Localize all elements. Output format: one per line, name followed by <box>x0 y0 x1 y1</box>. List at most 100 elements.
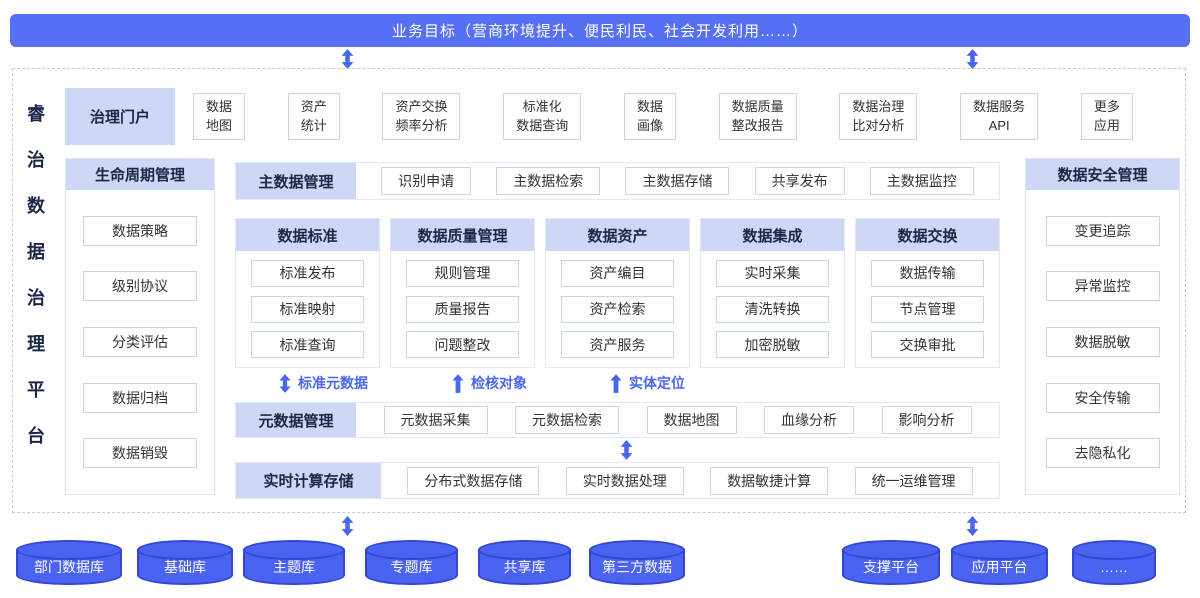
security-item: 安全传输 <box>1045 382 1160 413</box>
platform-label: 应用平台 <box>971 559 1028 575</box>
metadata-row: 元数据管理 元数据采集 元数据检索 数据地图 血缘分析 影响分析 <box>235 402 1000 438</box>
realtime-items: 分布式数据存储 实时数据处理 数据敏捷计算 统一运维管理 <box>381 463 999 498</box>
database-cylinder: 部门数据库 <box>16 540 122 585</box>
column-header: 数据资产 <box>546 219 689 251</box>
governance-portal-row: 治理门户 数据 地图 资产 统计 资产交换 频率分析 标准化 数据查询 数据 画… <box>65 88 1137 145</box>
metadata-item: 元数据采集 <box>383 406 488 434</box>
business-goal-text: 业务目标（营商环境提升、便民利民、社会开发利用……） <box>391 23 808 40</box>
security-panel: 数据安全管理 变更追踪 异常监控 数据脱敏 安全传输 去隐私化 <box>1025 158 1180 495</box>
platform-cylinder: 应用平台 <box>951 540 1048 585</box>
security-item: 数据脱敏 <box>1045 326 1160 357</box>
flow-standard-metadata: 标准元数据 <box>279 373 368 393</box>
metadata-item: 元数据检索 <box>515 406 619 434</box>
column-item: 节点管理 <box>871 295 984 323</box>
portal-item: 数据 画像 <box>623 92 676 141</box>
column-header: 数据标准 <box>236 219 379 251</box>
database-cylinder: 第三方数据 <box>589 540 685 585</box>
platform-cylinder: 支撑平台 <box>842 540 940 585</box>
realtime-label: 实时计算存储 <box>236 463 381 498</box>
double-arrow-icon <box>341 49 354 69</box>
security-items: 变更追踪 异常监控 数据脱敏 安全传输 去隐私化 <box>1026 190 1179 494</box>
portal-item: 数据 地图 <box>193 92 246 141</box>
database-label: 专题库 <box>390 559 433 575</box>
column-item: 资产编目 <box>561 259 674 287</box>
database-label: 第三方数据 <box>602 559 672 575</box>
column-item: 交换审批 <box>871 331 984 359</box>
portal-item: 数据质量 整改报告 <box>718 92 797 141</box>
metadata-item: 影响分析 <box>881 406 972 434</box>
up-arrow-icon <box>452 373 464 393</box>
column-item: 标准映射 <box>251 295 364 323</box>
column-item: 资产检索 <box>561 295 674 323</box>
column-data-integration: 数据集成 实时采集 清洗转换 加密脱敏 <box>700 218 845 368</box>
portal-item: 资产交换 频率分析 <box>382 92 461 141</box>
column-header: 数据质量管理 <box>391 219 534 251</box>
metadata-items: 元数据采集 元数据检索 数据地图 血缘分析 影响分析 <box>356 403 999 437</box>
column-item: 问题整改 <box>406 331 519 359</box>
column-data-asset: 数据资产 资产编目 资产检索 资产服务 <box>545 218 690 368</box>
portal-item: 数据服务 API <box>960 92 1039 141</box>
metadata-item: 血缘分析 <box>764 406 854 434</box>
portal-item: 数据治理 比对分析 <box>839 92 918 141</box>
realtime-row: 实时计算存储 分布式数据存储 实时数据处理 数据敏捷计算 统一运维管理 <box>235 462 1000 499</box>
platform-label: 支撑平台 <box>863 559 919 575</box>
master-data-item: 识别申请 <box>381 167 472 195</box>
lifecycle-item: 数据归档 <box>83 382 197 413</box>
column-header: 数据集成 <box>701 219 844 251</box>
column-item: 质量报告 <box>406 295 519 323</box>
master-data-label: 主数据管理 <box>236 163 356 199</box>
lifecycle-item: 数据销毁 <box>83 438 197 469</box>
double-arrow-icon <box>966 49 979 69</box>
database-cylinder: 主题库 <box>243 540 345 585</box>
column-item: 资产服务 <box>561 331 674 359</box>
platform-cylinder: …… <box>1072 540 1156 585</box>
portal-item: 标准化 数据查询 <box>503 92 582 141</box>
database-label: 部门数据库 <box>34 559 104 575</box>
database-label: 基础库 <box>164 559 206 575</box>
flow-label: 检核对象 <box>471 375 527 391</box>
master-data-items: 识别申请 主数据检索 主数据存储 共享发布 主数据监控 <box>356 163 999 199</box>
master-data-row: 主数据管理 识别申请 主数据检索 主数据存储 共享发布 主数据监控 <box>235 162 1000 200</box>
double-arrow-icon <box>279 373 291 393</box>
database-label: 主题库 <box>273 559 315 575</box>
lifecycle-item: 分类评估 <box>83 326 197 357</box>
database-cylinder: 基础库 <box>137 540 233 585</box>
column-data-exchange: 数据交换 数据传输 节点管理 交换审批 <box>855 218 1000 368</box>
master-data-item: 主数据检索 <box>496 167 601 195</box>
security-item: 变更追踪 <box>1045 215 1160 246</box>
double-arrow-icon <box>341 516 354 536</box>
column-header: 数据交换 <box>856 219 999 251</box>
column-item: 数据传输 <box>871 259 984 287</box>
lifecycle-panel: 生命周期管理 数据策略 级别协议 分类评估 数据归档 数据销毁 <box>65 158 215 495</box>
lifecycle-item: 数据策略 <box>83 215 197 246</box>
realtime-item: 分布式数据存储 <box>407 466 540 495</box>
metadata-item: 数据地图 <box>646 406 737 434</box>
realtime-item: 数据敏捷计算 <box>710 466 829 495</box>
platform-frame <box>12 68 1186 513</box>
security-item: 去隐私化 <box>1045 438 1160 469</box>
realtime-item: 统一运维管理 <box>854 466 973 495</box>
up-arrow-icon <box>610 373 622 393</box>
lifecycle-items: 数据策略 级别协议 分类评估 数据归档 数据销毁 <box>66 190 214 494</box>
flow-check-object: 检核对象 <box>452 373 527 393</box>
platform-label: …… <box>1100 559 1128 575</box>
portal-item: 更多 应用 <box>1080 92 1133 141</box>
column-data-quality: 数据质量管理 规则管理 质量报告 问题整改 <box>390 218 535 368</box>
column-item: 标准发布 <box>251 259 364 287</box>
lifecycle-item: 级别协议 <box>83 271 197 302</box>
database-label: 共享库 <box>503 559 546 575</box>
flow-label: 实体定位 <box>629 375 685 391</box>
master-data-item: 共享发布 <box>754 167 845 195</box>
portal-item: 资产 统计 <box>287 92 340 141</box>
portal-label: 治理门户 <box>65 88 175 145</box>
security-item: 异常监控 <box>1045 271 1160 302</box>
column-item: 标准查询 <box>251 331 364 359</box>
security-header: 数据安全管理 <box>1026 159 1179 190</box>
column-item: 规则管理 <box>406 259 519 287</box>
flow-label: 标准元数据 <box>298 375 368 391</box>
database-cylinder: 共享库 <box>478 540 571 585</box>
lifecycle-header: 生命周期管理 <box>66 159 214 190</box>
master-data-item: 主数据监控 <box>869 167 974 195</box>
double-arrow-icon <box>620 440 633 460</box>
